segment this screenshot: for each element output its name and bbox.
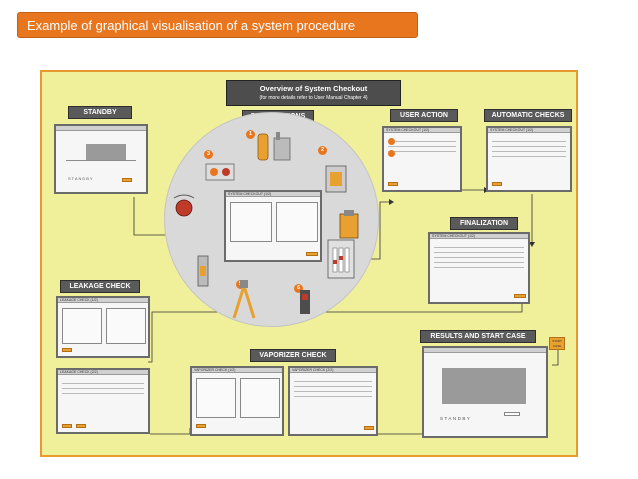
start-case-tag[interactable]: START CASE: [549, 337, 565, 350]
label-finalization: FINALIZATION: [450, 217, 518, 230]
user-action-header: SYSTEM CHECKOUT (1/2): [384, 128, 460, 133]
checkout-screen: SYSTEM CHECKOUT (1/2): [224, 190, 322, 262]
canister-icon: [205, 163, 235, 181]
auto-line-2: [492, 146, 566, 147]
user-action-button[interactable]: [388, 182, 398, 186]
leakage-left-panel: [62, 308, 102, 344]
user-action-marker-1: [388, 138, 395, 145]
checkout-next-button[interactable]: [306, 252, 318, 256]
vaporizer-right-panel: [240, 378, 280, 418]
user-action-line-3: [388, 151, 456, 152]
label-vaporizer-check: VAPORIZER CHECK: [250, 349, 336, 362]
automatic-checks-screen: SYSTEM CHECKOUT (1/2): [486, 126, 572, 192]
slide-title-bar: Example of graphical visualisation of a …: [17, 12, 418, 38]
gas-meter-icon: [327, 239, 355, 279]
leakage-screen-1-header: LEAKAGE CHECK (1/2): [58, 298, 148, 303]
results-field: [504, 412, 520, 416]
leakage-2-line-3: [62, 393, 144, 394]
results-screen-header: [424, 348, 546, 353]
hose-icon: [232, 280, 256, 319]
user-action-screen: SYSTEM CHECKOUT (1/2): [382, 126, 462, 192]
final-line-1: [434, 247, 524, 248]
label-results: RESULTS AND START CASE: [420, 330, 536, 343]
vaporizer-screen-1: VAPORIZER CHECK (1/2): [190, 366, 284, 436]
vaporizer-screen-1-header: VAPORIZER CHECK (1/2): [192, 368, 282, 373]
vaporizer-2-line-2: [294, 386, 372, 387]
step-number-3: 3: [204, 150, 213, 159]
breathing-bag-icon: [257, 132, 291, 161]
user-action-marker-2: [388, 150, 395, 157]
leakage-2-button-a[interactable]: [62, 424, 72, 428]
vaporizer-2-line-1: [294, 381, 372, 382]
poster-subtitle: (for more details refer to User Manual C…: [259, 95, 368, 101]
connector-results-start: [552, 348, 559, 366]
absorber-icon: [325, 165, 347, 193]
vaporizer-screen-2: VAPORIZER CHECK (2/2): [288, 366, 378, 436]
leakage-right-panel: [106, 308, 146, 344]
vaporizer-2-button[interactable]: [364, 426, 374, 430]
vaporizer-screen-2-header: VAPORIZER CHECK (2/2): [290, 368, 376, 373]
vaporizer-2-line-3: [294, 391, 372, 392]
finalization-screen: SYSTEM CHECKOUT (1/2): [428, 232, 530, 304]
slide-title: Example of graphical visualisation of a …: [27, 18, 356, 33]
flowmeter-icon: [197, 255, 209, 287]
standby-display: [86, 144, 126, 160]
mask-icon: [173, 194, 195, 217]
vaporizer-left-panel: [196, 378, 236, 418]
user-action-line-1: [388, 141, 456, 142]
standby-screen-header: [56, 126, 146, 131]
standby-button[interactable]: [122, 178, 132, 182]
checkout-screen-header: SYSTEM CHECKOUT (1/2): [226, 192, 320, 197]
vaporizer-icon: [339, 210, 359, 239]
auto-line-1: [492, 141, 566, 142]
step-number-1: 1: [246, 130, 255, 139]
final-button[interactable]: [514, 294, 526, 298]
finalization-header: SYSTEM CHECKOUT (1/2): [430, 234, 528, 239]
leakage-2-line-1: [62, 383, 144, 384]
vaporizer-2-line-4: [294, 396, 372, 397]
checkout-right-panel: [276, 202, 318, 242]
vaporizer-1-button[interactable]: [196, 424, 206, 428]
user-action-line-2: [388, 146, 456, 147]
checkout-left-panel: [230, 202, 272, 242]
poster-title: Overview of System Checkout: [259, 84, 368, 93]
standby-text: STANDBY: [68, 176, 94, 181]
step-number-6: 6: [294, 284, 303, 293]
label-leakage-check: LEAKAGE CHECK: [60, 280, 140, 293]
label-user-action: USER ACTION: [390, 109, 458, 122]
leakage-screen-2-header: LEAKAGE CHECK (2/2): [58, 370, 148, 375]
standby-line: [66, 160, 136, 161]
auto-line-4: [492, 156, 566, 157]
final-line-2: [434, 252, 524, 253]
leakage-screen-2: LEAKAGE CHECK (2/2): [56, 368, 150, 434]
procedure-poster: Overview of System Checkout (for more de…: [40, 70, 578, 457]
connector-leakage-vaporizer: [150, 428, 191, 435]
auto-line-3: [492, 151, 566, 152]
final-line-4: [434, 262, 524, 263]
final-line-5: [434, 267, 524, 268]
standby-screen: STANDBY: [54, 124, 148, 194]
leakage-1-button[interactable]: [62, 348, 72, 352]
leakage-2-line-2: [62, 388, 144, 389]
results-standby-text: STANDBY: [440, 416, 472, 421]
results-screen: STANDBY: [422, 346, 548, 438]
automatic-checks-header: SYSTEM CHECKOUT (1/2): [488, 128, 570, 133]
leakage-screen-1: LEAKAGE CHECK (1/2): [56, 296, 150, 358]
connector-vaporizer-results: [378, 428, 429, 435]
label-automatic-checks: AUTOMATIC CHECKS: [484, 109, 572, 122]
label-standby: STANDBY: [68, 106, 132, 119]
final-line-3: [434, 257, 524, 258]
results-display: [442, 368, 526, 404]
leakage-2-button-b[interactable]: [76, 424, 86, 428]
poster-title-box: Overview of System Checkout (for more de…: [226, 80, 401, 106]
auto-button[interactable]: [492, 182, 502, 186]
step-number-2: 2: [318, 146, 327, 155]
cylinder-icon: [300, 290, 310, 314]
